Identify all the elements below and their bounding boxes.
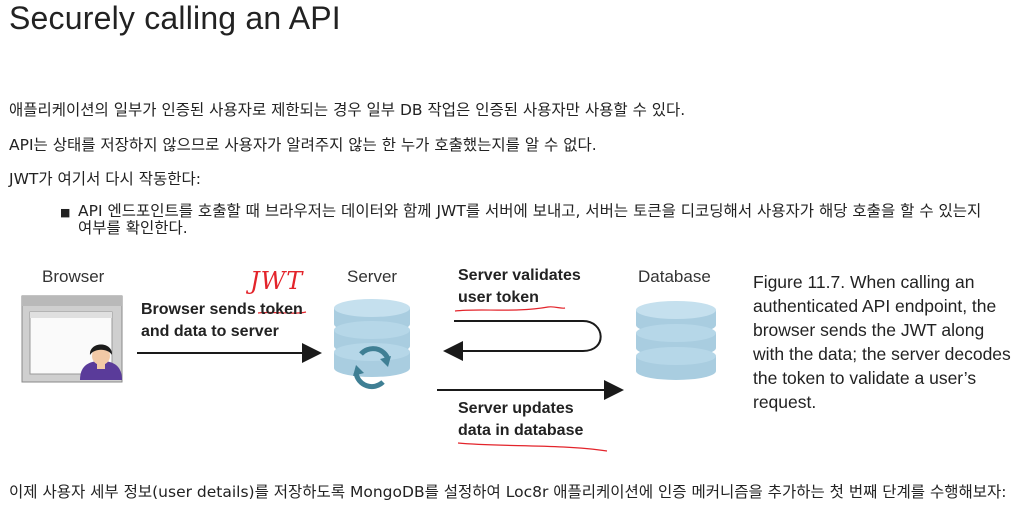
validate-label-line1: Server validates (458, 267, 581, 284)
bullet-text: API 엔드포인트를 호출할 때 브라우저는 데이터와 함께 JWT를 서버에 … (78, 202, 982, 237)
red-underline-database (457, 442, 608, 452)
paragraph-final: 이제 사용자 세부 정보(user details)를 저장하도록 MongoD… (9, 483, 1007, 501)
update-label-line2: data in database (458, 422, 584, 439)
paragraph-3: JWT가 여기서 다시 작동한다: (9, 170, 201, 188)
arrow1-label-line1: Browser sends token (141, 301, 303, 318)
paragraph-1: 애플리케이션의 일부가 인증된 사용자로 제한되는 경우 일부 DB 작업은 인… (9, 101, 686, 119)
validate-label: Server validates user token (458, 265, 581, 309)
server-label: Server (347, 267, 398, 286)
arrow1-label: Browser sends token and data to server (141, 299, 303, 343)
database-label: Database (638, 267, 711, 286)
arrow1-label-line2: and data to server (141, 323, 279, 340)
update-label-line1: Server updates (458, 400, 574, 417)
bullet-marker: ■ (60, 206, 71, 219)
validate-label-line2: user token (458, 289, 539, 306)
red-underline-token (257, 311, 307, 314)
handwritten-jwt-note: JWT (250, 267, 304, 295)
paragraph-2: API는 상태를 저장하지 않으므로 사용자가 알려주지 않는 한 누가 호출했… (9, 136, 597, 154)
user-person-icon (80, 344, 122, 380)
database-icon (636, 301, 716, 380)
red-underline-user-token (454, 306, 566, 312)
page-title: Securely calling an API (9, 0, 341, 36)
sync-icon (353, 346, 391, 390)
diagram-graphics (21, 295, 716, 452)
server-database-icon (334, 299, 410, 377)
update-label: Server updates data in database (458, 398, 583, 442)
arrow-validate-loop (443, 320, 602, 361)
figure-caption: Figure 11.7. When calling an authenticat… (753, 272, 1011, 412)
browser-label: Browser (42, 267, 105, 286)
diagram-figure: Browser Server Database JWT Browser send… (0, 255, 750, 465)
